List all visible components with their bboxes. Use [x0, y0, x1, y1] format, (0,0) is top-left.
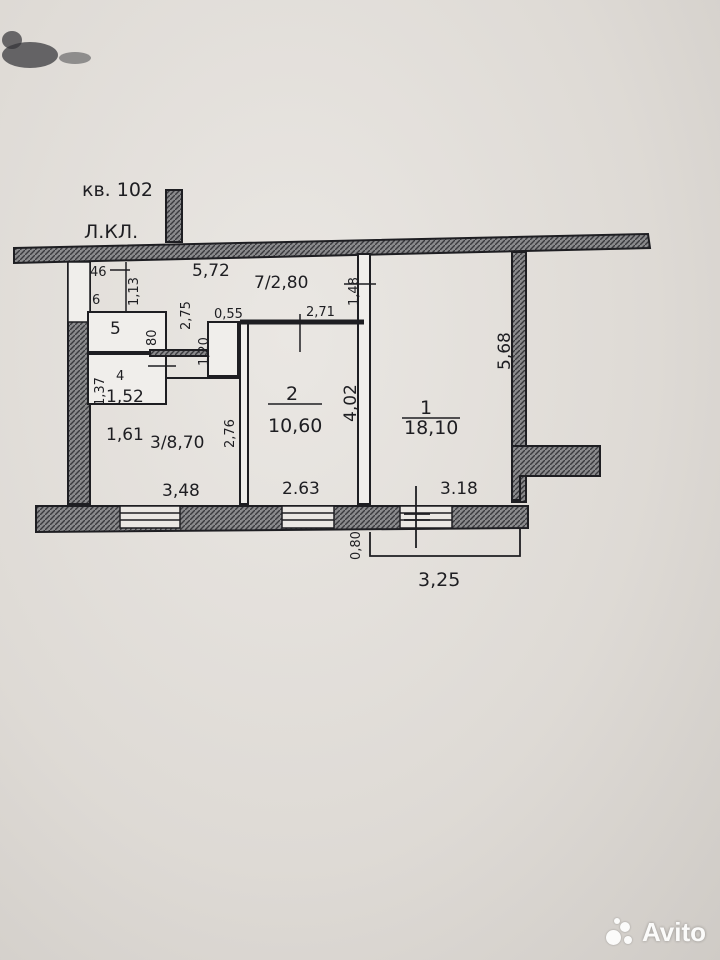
dim-4-02: 4,02	[341, 384, 361, 422]
dim-3-25: 3,25	[418, 569, 460, 591]
dim-3-48: 3,48	[162, 481, 200, 501]
dim-0-80: 0,80	[349, 531, 364, 560]
room1-number: 1	[420, 397, 432, 419]
dim-2-76: 2,76	[223, 419, 238, 448]
avito-logo-icon	[605, 917, 636, 948]
dimension-ticks	[110, 262, 376, 367]
dim-1-13: 1,13	[127, 277, 142, 306]
dim-1-20: 1,20	[197, 337, 212, 366]
dim-3-18: 3.18	[440, 479, 478, 499]
windows	[119, 505, 453, 529]
room5-number: 5	[110, 319, 121, 339]
dim-1-48: 1,48	[347, 277, 362, 306]
dim-80: 80	[145, 329, 160, 346]
dim-2-71: 2,71	[306, 305, 335, 320]
avito-watermark-text: Avito	[641, 917, 706, 947]
dim-1-37: 1,37	[93, 377, 108, 406]
room2-area: 10,60	[268, 415, 322, 437]
dim-46: 46	[90, 265, 107, 280]
sheet-label: Л.КЛ.	[84, 221, 138, 243]
room4-area: 1,52	[106, 387, 144, 407]
dim-5-68: 5,68	[495, 332, 515, 370]
dim-5-72: 5,72	[192, 261, 230, 281]
dim-2-75: 2,75	[179, 301, 194, 330]
room4-number: 4	[116, 369, 124, 384]
dim-0-55: 0,55	[214, 307, 243, 322]
room3-label: 3/8,70	[150, 433, 204, 453]
room1-area: 18,10	[404, 417, 458, 439]
ink-smudge	[2, 31, 91, 68]
room2-number: 2	[286, 383, 298, 405]
wall-top	[13, 232, 652, 265]
vent-shaft	[165, 189, 183, 243]
room7-label: 7/2,80	[254, 273, 308, 293]
interior-walls	[87, 253, 371, 505]
dim-1-61: 1,61	[106, 425, 144, 445]
wall-right-bump	[511, 445, 601, 501]
avito-watermark: Avito	[605, 917, 706, 948]
wall-right	[511, 251, 527, 503]
dim-2-63: 2.63	[282, 479, 320, 499]
apartment-label: кв. 102	[82, 179, 153, 201]
room6-number: 6	[92, 293, 100, 308]
balcony	[369, 486, 521, 557]
